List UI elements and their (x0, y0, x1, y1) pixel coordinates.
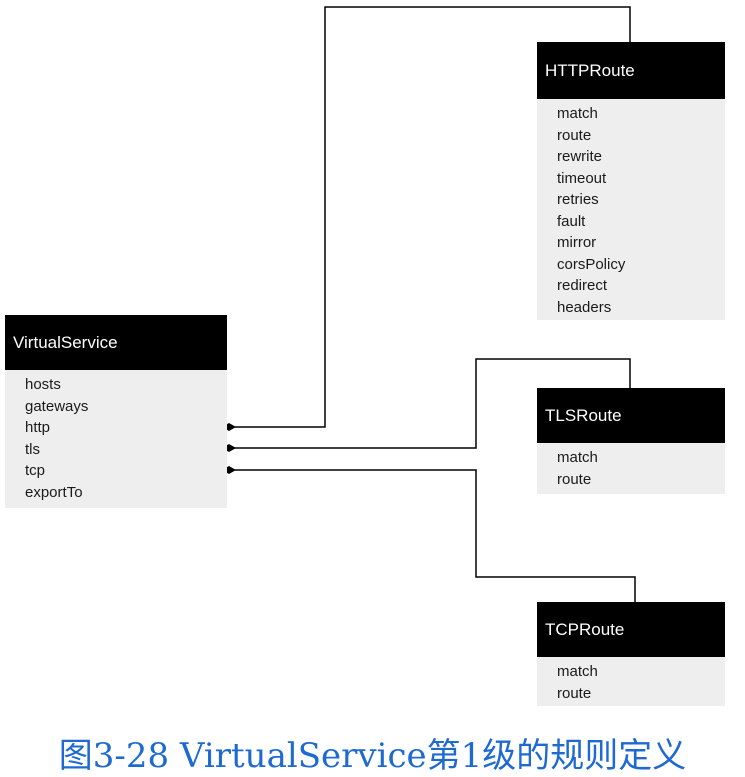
field-route: route (557, 470, 592, 488)
virtualservice-field-list: hosts gateways http tls tcp exportTo (5, 370, 227, 503)
connector-tcp-to-tcproute (234, 469, 636, 602)
field-gateways: gateways (25, 397, 89, 415)
field-mirror: mirror (557, 234, 597, 251)
field-fault: fault (557, 212, 586, 230)
virtualservice-box: VirtualService hosts gateways http tls t… (5, 315, 227, 508)
connector-tls-to-tlsroute (234, 358, 631, 449)
field-retries: retries (557, 191, 599, 208)
tlsroute-field-list: match route (537, 443, 725, 490)
field-match: match (557, 105, 598, 122)
httproute-field-list: match route rewrite timeout retries faul… (537, 99, 725, 318)
field-hosts: hosts (25, 376, 61, 393)
field-match: match (557, 449, 598, 466)
httproute-box: HTTPRoute match route rewrite timeout re… (537, 42, 725, 320)
virtualservice-title: VirtualService (5, 315, 227, 370)
tcproute-box: TCPRoute match route (537, 602, 725, 706)
field-exportto: exportTo (25, 483, 83, 501)
field-route: route (557, 126, 592, 144)
tcproute-field-list: match route (537, 657, 725, 704)
field-match: match (557, 663, 598, 680)
tcproute-title: TCPRoute (537, 602, 725, 657)
field-rewrite: rewrite (557, 148, 603, 165)
field-route: route (557, 684, 592, 702)
field-corspolicy: corsPolicy (557, 255, 626, 273)
connector-http-to-httproute (234, 6, 631, 428)
field-http: http (25, 419, 51, 436)
field-redirect: redirect (557, 277, 608, 294)
field-tls: tls (25, 440, 40, 458)
tlsroute-title: TLSRoute (537, 388, 725, 443)
figure-caption: 图3-28 VirtualService第1级的规则定义 (58, 736, 687, 776)
field-tcp: tcp (25, 462, 46, 479)
tlsroute-box: TLSRoute match route (537, 388, 725, 494)
httproute-title: HTTPRoute (537, 42, 725, 99)
field-timeout: timeout (557, 169, 607, 187)
field-headers: headers (557, 298, 612, 316)
